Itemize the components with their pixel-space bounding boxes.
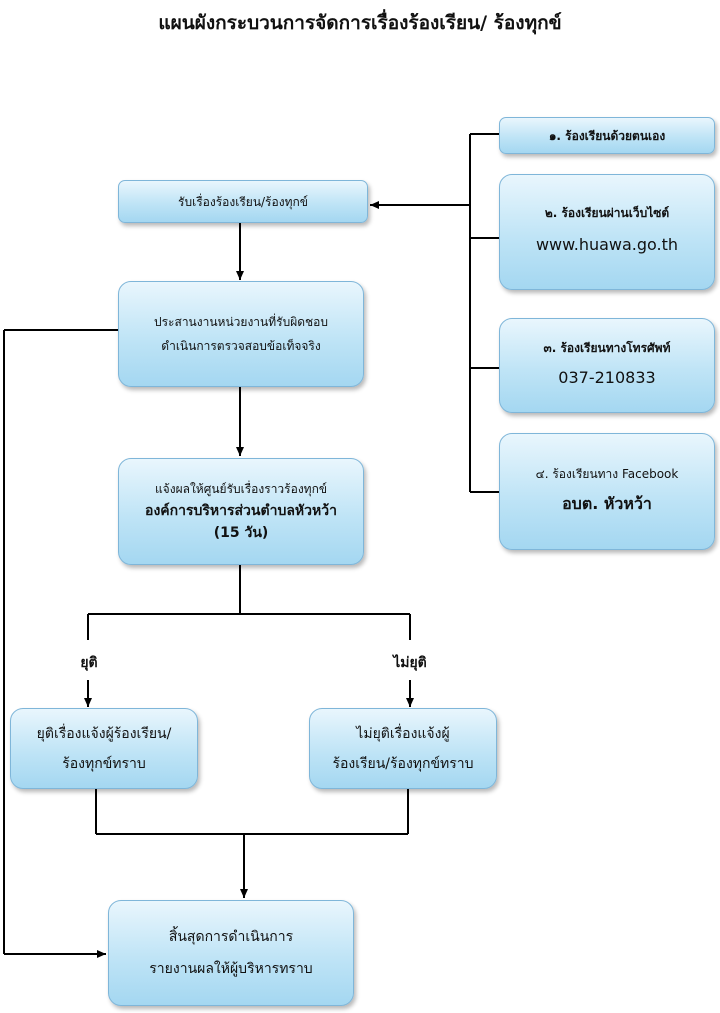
notify-line-3: (15 วัน) [213, 524, 269, 541]
end-line-1: สิ้นสุดการดำเนินการ [168, 929, 294, 945]
page-title: แผนผังกระบวนการจัดการเรื่องร้องเรียน/ ร้… [158, 12, 562, 34]
notify-line-1: แจ้งผลให้ศูนย์รับเรื่องราวร้องทุกข์ [154, 481, 328, 496]
not-stop-line-1: ไม่ยุติเรื่องแจ้งผู้ [356, 725, 450, 742]
channel-box-website: ๒. ร้องเรียนผ่านเว็บไซต์ www.huawa.go.th [499, 174, 715, 290]
channel-box-facebook: ๔. ร้องเรียนทาง Facebook อบต. หัวหว้า [499, 433, 715, 550]
notify-line-2: องค์การบริหารส่วนตำบลหัวหว้า [145, 502, 337, 519]
channel-box-phone: ๓. ร้องเรียนทางโทรศัพท์ 037-210833 [499, 318, 715, 413]
channel-label: ๑. ร้องเรียนด้วยตนเอง [548, 128, 666, 143]
receive-label: รับเรื่องร้องเรียน/ร้องทุกข์ [178, 194, 308, 209]
end-process-box: สิ้นสุดการดำเนินการ รายงานผลให้ผู้บริหาร… [108, 900, 354, 1006]
branch-label-stop: ยุติ [80, 655, 98, 671]
channel-label: ๔. ร้องเรียนทาง Facebook [535, 466, 679, 481]
not-stop-line-2: ร้องเรียน/ร้องทุกข์ทราบ [332, 755, 474, 772]
branch-label-not-stop: ไม่ยุติ [393, 655, 427, 671]
not-stop-outcome-box: ไม่ยุติเรื่องแจ้งผู้ ร้องเรียน/ร้องทุกข์… [309, 708, 497, 789]
phone-number: 037-210833 [558, 367, 656, 387]
stop-line-2: ร้องทุกข์ทราบ [62, 755, 146, 772]
website-url: www.huawa.go.th [535, 235, 679, 254]
notify-box: แจ้งผลให้ศูนย์รับเรื่องราวร้องทุกข์ องค์… [118, 458, 364, 565]
channel-box-walk-in: ๑. ร้องเรียนด้วยตนเอง [499, 117, 715, 154]
stop-outcome-box: ยุติเรื่องแจ้งผู้ร้องเรียน/ ร้องทุกข์ทรา… [10, 708, 198, 789]
stop-line-1: ยุติเรื่องแจ้งผู้ร้องเรียน/ [36, 725, 172, 742]
coordinate-line-2: ดำเนินการตรวจสอบข้อเท็จจริง [161, 339, 321, 353]
facebook-page-name: อบต. หัวหว้า [562, 493, 652, 513]
end-line-2: รายงานผลให้ผู้บริหารทราบ [149, 961, 313, 977]
channel-label: ๒. ร้องเรียนผ่านเว็บไซต์ [544, 206, 670, 220]
receive-complaint-box: รับเรื่องร้องเรียน/ร้องทุกข์ [118, 180, 368, 223]
coordinate-box: ประสานงานหน่วยงานที่รับผิดชอบ ดำเนินการต… [118, 281, 364, 387]
coordinate-line-1: ประสานงานหน่วยงานที่รับผิดชอบ [153, 315, 329, 329]
channel-label: ๓. ร้องเรียนทางโทรศัพท์ [543, 340, 671, 355]
